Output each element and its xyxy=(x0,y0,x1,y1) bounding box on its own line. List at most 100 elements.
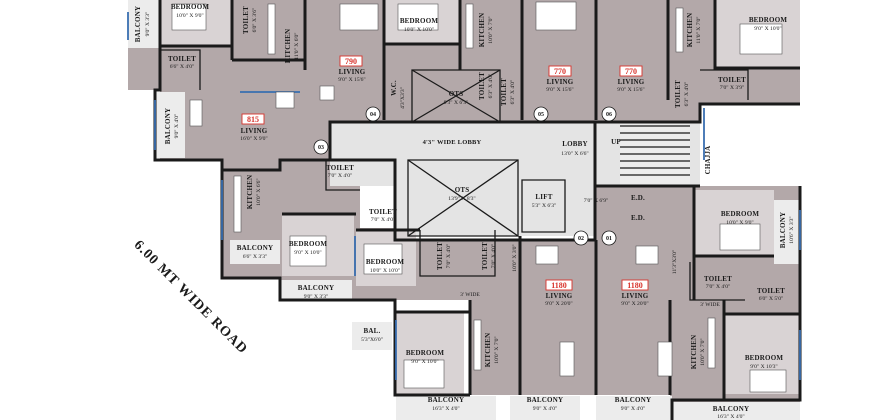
sofa-02 xyxy=(559,341,575,377)
toilet-a-dim: 6'0" X 3'6" xyxy=(252,8,258,33)
kitchen-b-label: KITCHEN xyxy=(478,13,486,47)
unit-box-815 xyxy=(241,113,265,125)
bed-j xyxy=(719,223,761,251)
bedroom-a-dim: 10'0" X 9'0" xyxy=(176,13,203,19)
unit-box-790 xyxy=(339,55,363,67)
balcony-a xyxy=(128,0,160,48)
bal-i-dim: 5'3"X6'0" xyxy=(361,337,383,343)
living-1180b-dim: 9'0" X 20'0" xyxy=(621,301,648,307)
chajja-label: CHAJJA xyxy=(704,146,712,175)
toilet-walls xyxy=(160,49,749,301)
balcony-i1 xyxy=(396,396,496,420)
balcony-b-dim: 9'0" X 4'0" xyxy=(174,114,180,139)
sofa-01 xyxy=(657,341,673,377)
circle-03 xyxy=(313,139,329,155)
lobby-wide-label: 4'3" WIDE LOBBY xyxy=(423,139,482,146)
living-1180a: LIVING xyxy=(546,292,573,300)
bed-h xyxy=(363,243,403,275)
balcony-h-label: BALCONY xyxy=(298,284,334,292)
unit-area-790: 790 xyxy=(345,57,357,66)
toilet-b2-label: TOILET xyxy=(478,72,486,100)
kitchen-a-dim: 11'0" X 6'0" xyxy=(294,32,300,59)
balcony-i2-label: BALCONY xyxy=(527,396,563,404)
bedroom-g-dim: 9'0" X 10'0" xyxy=(294,250,321,256)
kitchen-j-label: KITCHEN xyxy=(690,335,698,369)
flat-no-02: 02 xyxy=(578,236,584,242)
living-815: LIVING xyxy=(241,127,268,135)
toilet-c-dim: 6'3" X 4'0" xyxy=(510,80,516,105)
balcony-g-label: BALCONY xyxy=(237,244,273,252)
bedroom-i-dim: 9'0" X 10'0" xyxy=(411,359,438,365)
lift-box xyxy=(521,179,566,233)
bedroom-b-dim: 10'0" X 10'0" xyxy=(404,27,434,33)
dining-04 xyxy=(319,85,335,101)
living-1180a-dim: 9'0" X 20'0" xyxy=(545,301,572,307)
balcony-i2-dim: 9'0" X 4'0" xyxy=(533,406,558,412)
wc-label: W.C. xyxy=(390,80,398,96)
unit-area-1180b: 1180 xyxy=(627,281,643,290)
lift-label: LIFT xyxy=(535,193,552,201)
toilet-f-label: TOILET xyxy=(326,164,354,172)
unit-box-770b xyxy=(619,65,643,77)
counter-a xyxy=(267,3,276,55)
counter-d xyxy=(675,7,684,53)
unit-box-1180b xyxy=(621,279,649,291)
toilet-e2-dim: 6'3" X 4'0" xyxy=(684,82,690,107)
lift-dim: 5'3" X 6'3" xyxy=(532,203,557,209)
kitchen-j-dim: 10'0" X 7'0" xyxy=(700,338,706,365)
bed-b2 xyxy=(535,1,577,31)
up-label: UP xyxy=(611,138,621,146)
sofa-815 xyxy=(189,99,203,127)
balcony-k1 xyxy=(596,396,672,420)
flat-no-04: 04 xyxy=(370,112,376,118)
circle-05 xyxy=(533,106,549,122)
unit-area-770b: 770 xyxy=(625,67,637,76)
living-770a: LIVING xyxy=(547,78,574,86)
unit-area-boxes xyxy=(241,55,649,291)
bedroom-d-label: BEDROOM xyxy=(749,16,788,24)
bedroom-j-label: BEDROOM xyxy=(721,210,760,218)
upper-wing-floor xyxy=(128,0,800,170)
kitchen-f-dim: 10'0" X 6'6" xyxy=(256,178,262,205)
bedroom-h-label: BEDROOM xyxy=(366,258,405,266)
toilet-b-label: TOILET xyxy=(168,55,196,63)
counter-b xyxy=(465,3,474,49)
wide-b: 3' WIDE xyxy=(700,302,720,308)
bal-i xyxy=(352,322,392,350)
circle-01 xyxy=(601,230,617,246)
party-wall-top xyxy=(230,0,717,120)
balcony-j-label: BALCONY xyxy=(779,212,787,248)
bedroom-a-label: BEDROOM xyxy=(171,3,210,11)
bedroom-b-label: BEDROOM xyxy=(400,17,439,25)
bedroom-k-dim: 9'0" X 10'3" xyxy=(750,364,777,370)
living-770a-dim: 9'0" X 15'6" xyxy=(546,87,573,93)
balcony-i2 xyxy=(510,396,580,420)
ots-mid-label: OTS xyxy=(455,186,470,194)
kitchen-b-dim: 10'0" X 7'0" xyxy=(488,16,494,43)
balcony-a-dim: 9'0" X 3'3" xyxy=(145,12,151,37)
balcony-g xyxy=(230,240,280,264)
bed-i xyxy=(403,359,445,389)
unit-area-815: 815 xyxy=(247,115,259,124)
balcony-fills xyxy=(128,0,800,420)
kitchen-i-label: KITCHEN xyxy=(484,333,492,367)
living-790: LIVING xyxy=(339,68,366,76)
toilet-b2-dim: 6'3" X 4'0" xyxy=(488,74,494,99)
wide-a: 3' WIDE xyxy=(460,292,480,298)
dining-02 xyxy=(535,245,559,265)
flat-no-03: 03 xyxy=(318,145,324,151)
dining-01 xyxy=(635,245,659,265)
inner-walls xyxy=(160,42,800,316)
toilet-h-label: TOILET xyxy=(436,242,444,270)
toilet-i-dim: 7'0" X 4'0" xyxy=(491,244,497,269)
bed-d xyxy=(739,23,783,55)
lobby-label: LOBBY xyxy=(562,140,588,148)
balcony-i1-label: BALCONY xyxy=(428,396,464,404)
toilet-j2-label: TOILET xyxy=(757,287,785,295)
core-lower xyxy=(395,160,595,236)
bed-g xyxy=(289,235,327,267)
bal-i-label: BAL. xyxy=(364,327,381,335)
balcony-k2 xyxy=(672,402,800,420)
kitchen-a-label: KITCHEN xyxy=(284,29,292,63)
